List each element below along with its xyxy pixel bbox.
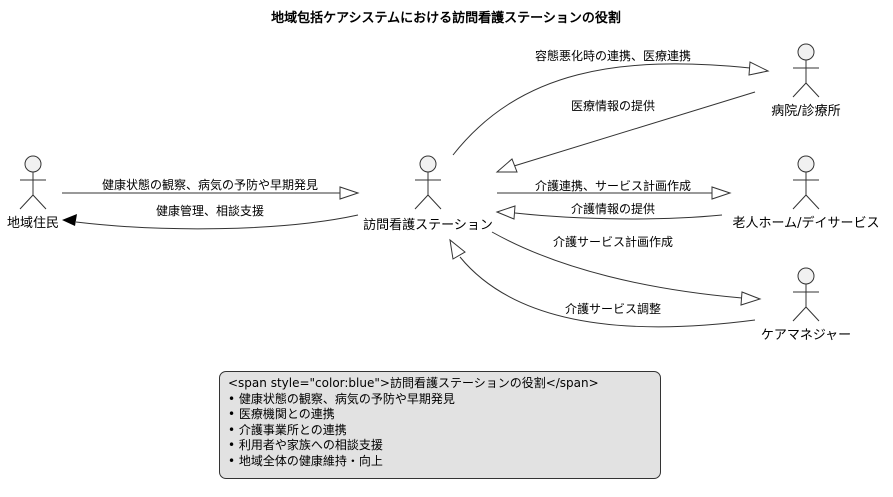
note-item-text: 介護事業所との連携	[238, 422, 347, 437]
actor-care-manager-label: ケアマネジャー	[761, 328, 851, 343]
actor-care-manager: ケアマネジャー	[761, 267, 851, 343]
link-station-to-residents: 健康管理、相談支援	[62, 203, 359, 230]
link-residents-to-station-label: 健康状態の観察、病気の予防や早期発見	[102, 177, 318, 192]
note-heading: <span style="color:blue">訪問看護ステーションの役割</…	[228, 376, 599, 390]
actor-hospital-label: 病院/診療所	[771, 103, 840, 119]
actor-residents-label: 地域住民	[7, 216, 59, 231]
link-station-to-home: 介護連携、サービス計画作成	[497, 178, 732, 200]
link-station-to-hospital-label: 容態悪化時の連携、医療連携	[535, 48, 691, 63]
note-item: • 利用者や家族への相談支援	[228, 438, 383, 452]
actor-residents: 地域住民	[7, 155, 59, 231]
actor-station-label: 訪問看護ステーション	[363, 217, 493, 233]
note-item-text: 利用者や家族への相談支援	[238, 438, 383, 452]
link-residents-to-station: 健康状態の観察、病気の予防や早期発見	[62, 177, 360, 200]
note-item-text: 健康状態の観察、病気の予防や早期発見	[238, 391, 455, 406]
actor-nursing-home: 老人ホーム/デイサービス	[733, 155, 880, 231]
roles-note: <span style="color:blue">訪問看護ステーションの役割</…	[219, 371, 661, 479]
note-item-text: 地域全体の健康維持・向上	[238, 453, 383, 468]
actor-station: 訪問看護ステーション	[363, 155, 493, 233]
link-station-to-cm-label: 介護サービス計画作成	[553, 234, 673, 249]
link-station-to-home-label: 介護連携、サービス計画作成	[535, 178, 691, 193]
link-station-to-residents-label: 健康管理、相談支援	[156, 203, 264, 218]
note-item-text: 医療機関との連携	[238, 407, 335, 421]
note-item: • 医療機関との連携	[228, 407, 335, 421]
link-hospital-to-station-label: 医療情報の提供	[571, 98, 655, 113]
link-cm-to-station-label: 介護サービス調整	[565, 301, 661, 316]
link-station-to-hospital: 容態悪化時の連携、医療連携	[452, 48, 770, 156]
link-hospital-to-station: 医療情報の提供	[495, 91, 756, 173]
diagram-title: 地域包括ケアシステムにおける訪問看護ステーションの役割	[271, 10, 621, 26]
link-home-to-station-label: 介護情報の提供	[571, 201, 655, 216]
note-item: • 地域全体の健康維持・向上	[228, 453, 383, 468]
note-item: • 健康状態の観察、病気の予防や早期発見	[228, 391, 455, 406]
link-station-to-cm: 介護サービス計画作成	[491, 231, 762, 306]
link-home-to-station: 介護情報の提供	[495, 201, 723, 220]
actor-nursing-home-label: 老人ホーム/デイサービス	[733, 215, 880, 231]
link-cm-to-station: 介護サービス調整	[449, 238, 756, 328]
actor-hospital: 病院/診療所	[771, 43, 841, 119]
note-item: • 介護事業所との連携	[228, 422, 347, 437]
